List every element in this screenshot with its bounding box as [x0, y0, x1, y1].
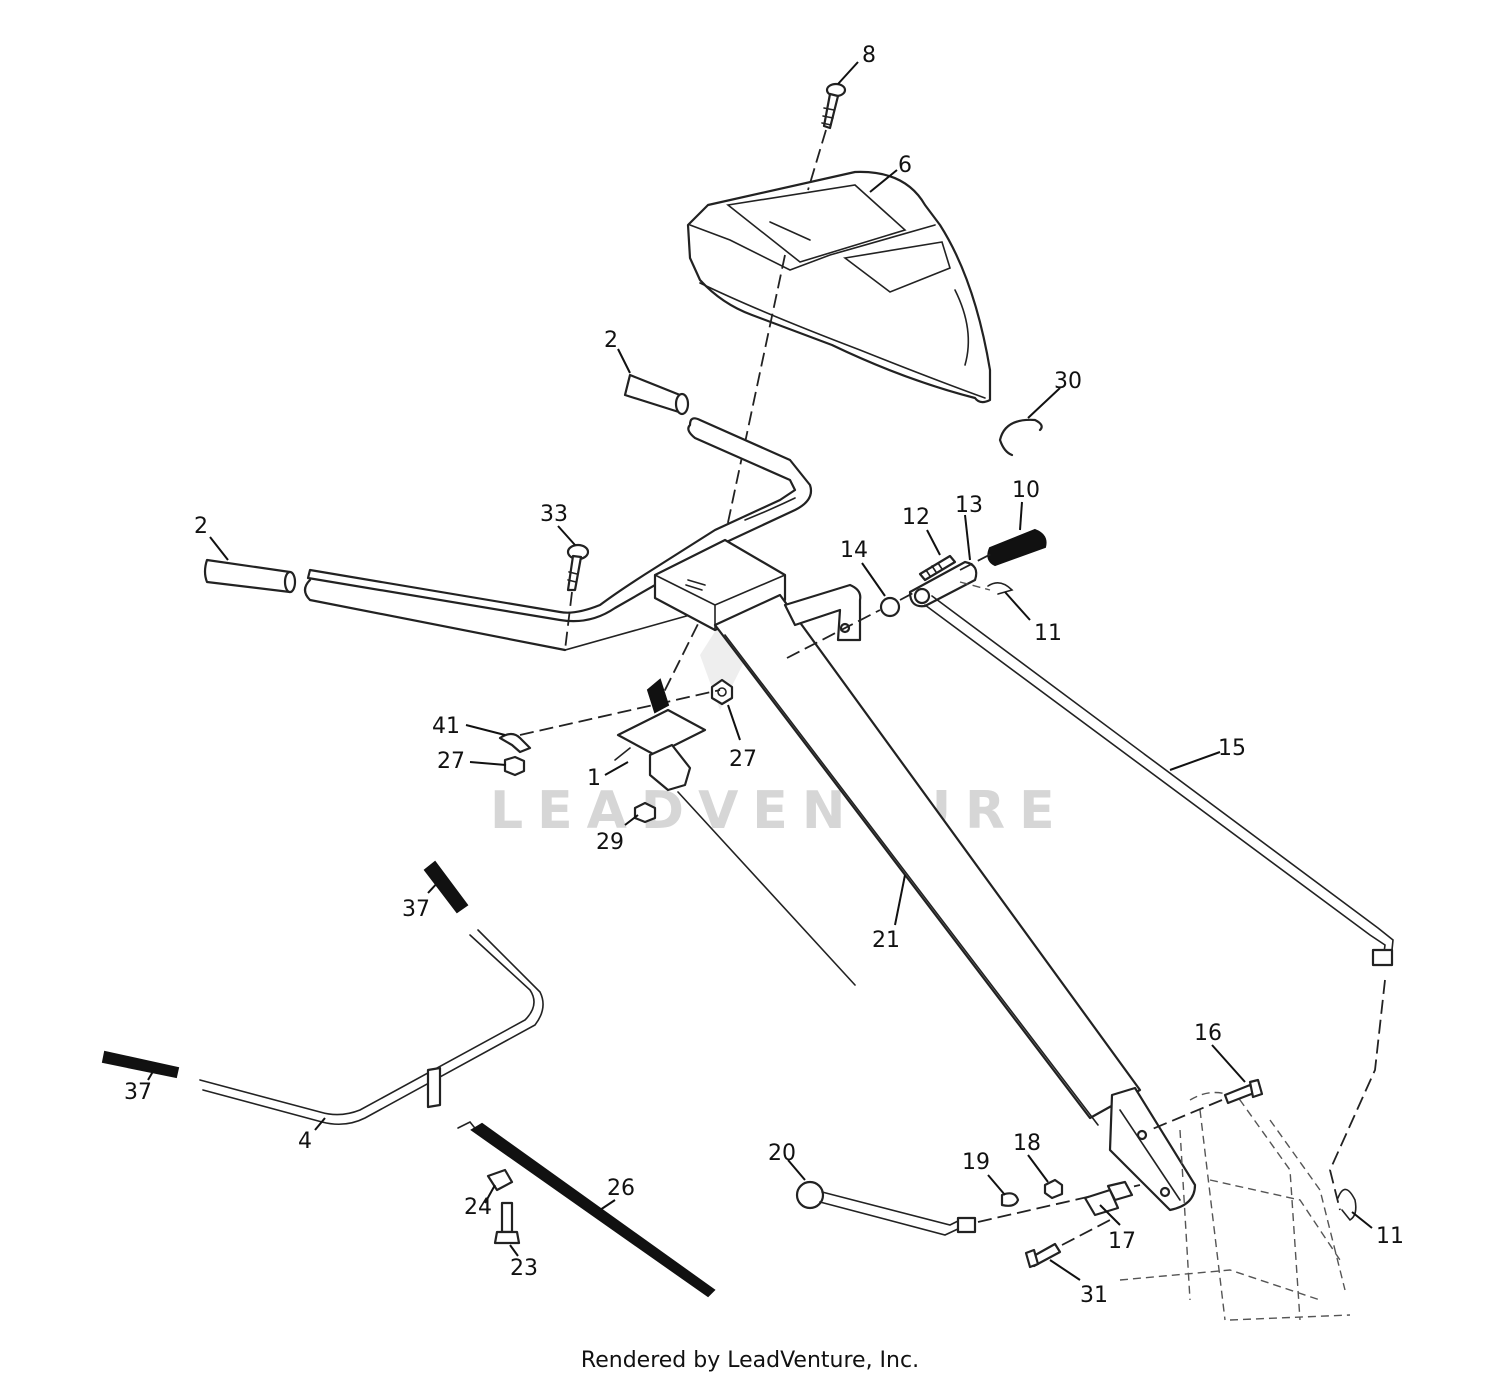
grip-37-upper-part [423, 860, 469, 914]
callout-37: 37 [402, 897, 430, 922]
callout-30: 30 [1054, 369, 1082, 394]
callout-37: 37 [124, 1080, 152, 1105]
bolt-16-guide-line [1149, 1099, 1223, 1131]
grip-2-upper-part [623, 373, 690, 416]
callout-21: 21 [872, 928, 900, 953]
callout-15: 15 [1218, 736, 1246, 761]
pivot-guide-line [786, 551, 996, 659]
callout-leaders [147, 61, 1373, 1281]
control-bracket-1-part [614, 678, 707, 792]
bolt-12-part [918, 554, 957, 582]
rod-15-part [924, 595, 1394, 967]
lever-20-guide-line [977, 1184, 1141, 1223]
bolt-16-part [1223, 1078, 1264, 1105]
callout-26: 26 [607, 1176, 635, 1201]
callout-2: 2 [604, 328, 618, 353]
bolt-31-guide-line [1061, 1219, 1111, 1246]
handle-tube-21-part [713, 593, 1142, 1126]
nut-27-left-part [503, 755, 526, 777]
nut-29-part [633, 801, 657, 824]
callout-2: 2 [194, 514, 208, 539]
clip-30-part [998, 418, 1043, 457]
bail-handle-4-part [199, 929, 544, 1126]
bolt-33-guide-line [564, 591, 573, 651]
washer-19-part [1000, 1192, 1020, 1207]
console-cover-part [686, 170, 992, 404]
callout-29: 29 [596, 830, 624, 855]
callout-41: 41 [432, 714, 460, 739]
callout-20: 20 [768, 1141, 796, 1166]
nut-18-part [1043, 1178, 1064, 1200]
spacer-17-part [1083, 1180, 1134, 1217]
callout-31: 31 [1080, 1283, 1108, 1308]
pin-11-guide-line [959, 581, 991, 591]
shift-lever-20-part [795, 1180, 977, 1236]
callout-8: 8 [862, 43, 876, 68]
bolt-31-part [1024, 1242, 1062, 1269]
screw-8-guide-line [807, 129, 827, 191]
grip-10-part [987, 528, 1047, 567]
callout-10: 10 [1012, 478, 1040, 503]
hairpin-11-upper-part [987, 582, 1014, 595]
callout-16: 16 [1194, 1021, 1222, 1046]
callout-19: 19 [962, 1150, 990, 1175]
grip-2-left-part [203, 558, 297, 594]
callout-17: 17 [1108, 1229, 1136, 1254]
carriage-bolt-33-part [566, 543, 590, 592]
rod-15-guide-line [1329, 979, 1386, 1211]
cable-26-part [470, 1122, 716, 1298]
callout-23: 23 [510, 1256, 538, 1281]
callout-33: 33 [540, 502, 568, 527]
spacer-14-part [879, 596, 901, 618]
callout-12: 12 [902, 505, 930, 530]
callout-27: 27 [729, 747, 757, 772]
clip-24-part [486, 1168, 514, 1192]
watermark-text: LEADVENTURE [490, 781, 1069, 841]
clip-41-part [498, 732, 532, 754]
bolt-23-part [493, 1201, 521, 1245]
callout-27: 27 [437, 749, 465, 774]
callout-24: 24 [464, 1195, 492, 1220]
render-credit-footer: Rendered by LeadVenture, Inc. [580, 1348, 920, 1373]
tiller-frame-outline [1119, 1091, 1351, 1321]
callout-11: 11 [1376, 1224, 1404, 1249]
grip-37-left-part [101, 1050, 180, 1079]
nut-27-guide-line [519, 689, 721, 736]
screw-8-part [821, 82, 847, 130]
handle-lower-block-part [1108, 1086, 1197, 1212]
callout-4: 4 [298, 1129, 312, 1154]
callout-18: 18 [1013, 1131, 1041, 1156]
callout-1: 1 [587, 766, 601, 791]
callout-14: 14 [840, 538, 868, 563]
callout-6: 6 [898, 153, 912, 178]
callout-11: 11 [1034, 621, 1062, 646]
hairpin-11-lower-part [1337, 1188, 1357, 1222]
nut-27-center-part [710, 678, 734, 706]
cable-1-part [677, 791, 856, 986]
callout-13: 13 [955, 493, 983, 518]
